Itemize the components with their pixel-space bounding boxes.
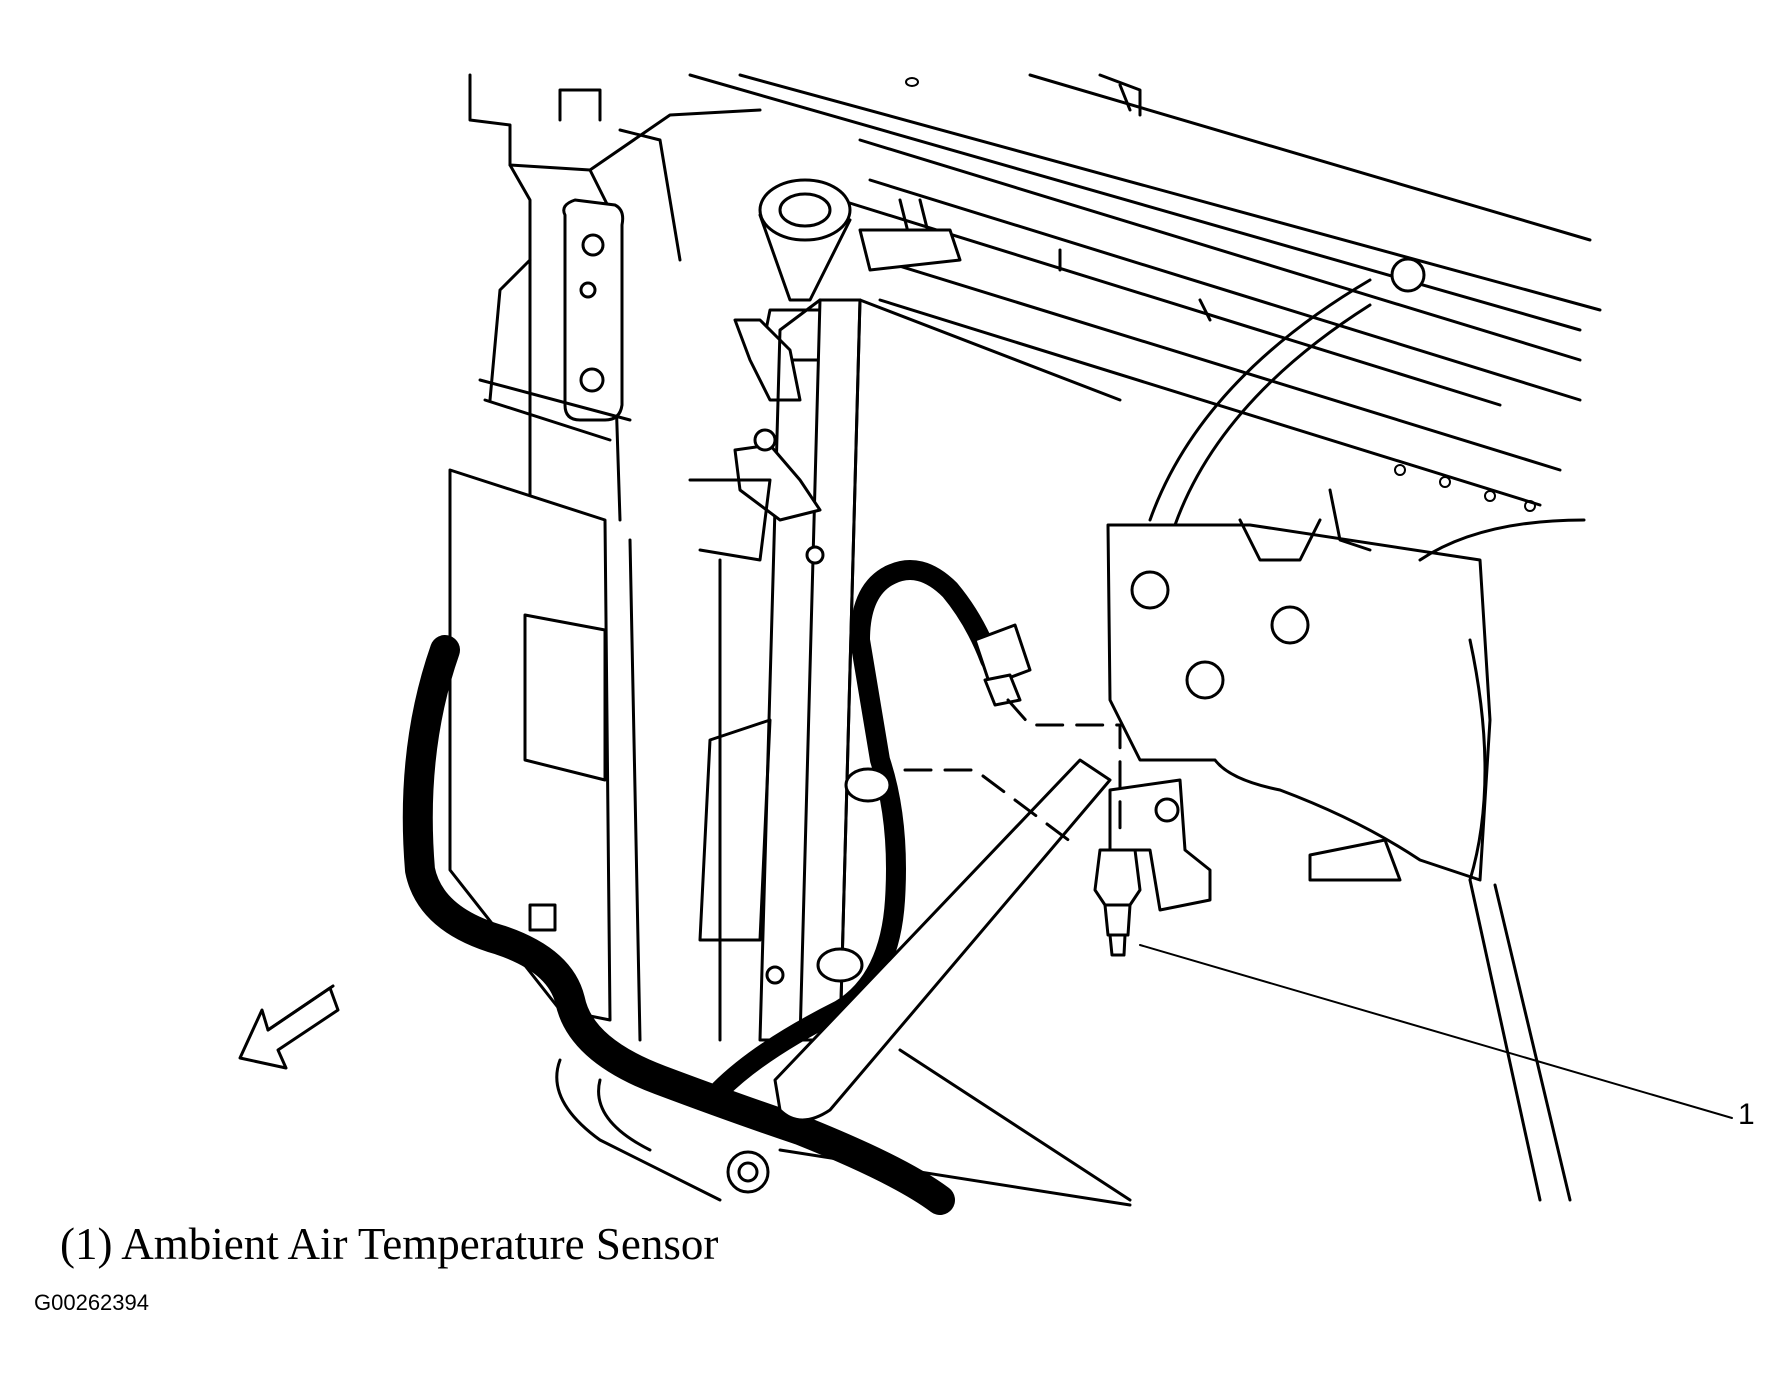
ambient-air-temperature-sensor <box>1093 778 1212 957</box>
callout-number-1: 1 <box>1738 1098 1755 1131</box>
installation-guide-lines <box>903 698 1122 847</box>
harness-connector <box>973 623 1032 707</box>
front-direction-arrow <box>238 984 340 1070</box>
callout-1-leader <box>1139 944 1733 1119</box>
coolant-filler-neck <box>733 178 962 402</box>
wiring-harness <box>402 560 1000 1215</box>
left-support-bracket <box>468 73 762 522</box>
radiator-core <box>628 298 1122 1042</box>
figure-caption: (1) Ambient Air Temperature Sensor <box>60 1219 719 1269</box>
radiator-support-upper <box>688 73 1602 512</box>
right-side-bracket <box>1106 257 1586 1202</box>
figure-id: G00262394 <box>34 1290 149 1315</box>
lower-tie-bar <box>726 758 1132 1207</box>
